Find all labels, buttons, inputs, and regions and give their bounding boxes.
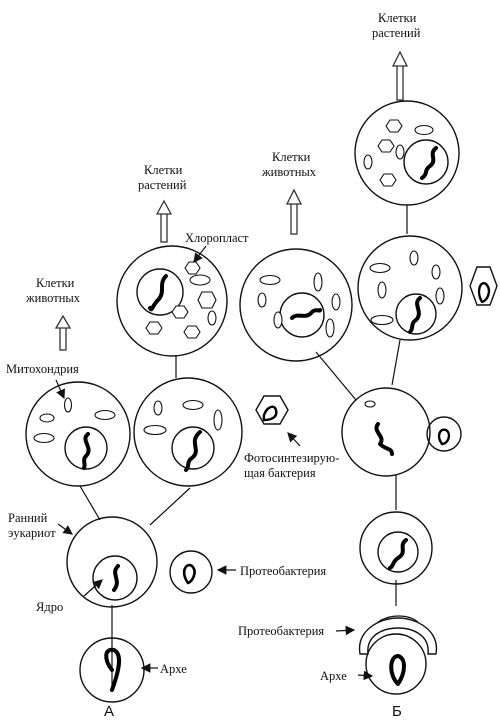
label-proteobacterium-b: Протеобактерия bbox=[238, 624, 324, 638]
up-arrow-plant-a bbox=[155, 199, 173, 243]
label-a-plant-cells-1: Клетки bbox=[144, 163, 183, 177]
proteobacterium-pointer-b bbox=[335, 625, 356, 636]
label-nucleus: Ядро bbox=[36, 600, 63, 614]
nucleus-pointer bbox=[83, 579, 103, 597]
label-archaea-a: Архе bbox=[160, 662, 187, 676]
up-arrow-animal-b bbox=[285, 188, 303, 235]
photosynthetic-bacterium-b bbox=[469, 266, 498, 306]
label-b-plant-cells-1: Клетки bbox=[378, 11, 417, 25]
plant-cell-b bbox=[354, 100, 460, 206]
label-photosynthetic-1: Фотосинтезирую- bbox=[244, 451, 339, 465]
label-b-animal-cells-2: животных bbox=[261, 165, 317, 179]
panel-a: Клетки растений Клетки животных Хлоропла… bbox=[6, 163, 339, 720]
mitochondria-cell-b bbox=[357, 235, 463, 341]
up-arrow-animal-a bbox=[54, 314, 72, 351]
chloroplast-pointer bbox=[193, 245, 207, 263]
label-mitochondria: Митохондрия bbox=[6, 362, 79, 376]
label-b-animal-cells-1: Клетки bbox=[272, 150, 311, 164]
label-photosynthetic-2: щая бактерия bbox=[244, 466, 316, 480]
label-a-animal-cells-2: животных bbox=[25, 291, 81, 305]
lineage-line bbox=[79, 485, 101, 521]
label-early-eukaryote-2: эукариот bbox=[8, 526, 56, 540]
lineage-line bbox=[149, 487, 191, 526]
label-b-plant-cells-2: растений bbox=[372, 26, 421, 40]
proteobacterium-free-a bbox=[169, 550, 213, 594]
label-chloroplast: Хлоропласт bbox=[185, 231, 249, 245]
lineage-line bbox=[391, 339, 401, 386]
early-eukaryote-cell bbox=[66, 516, 158, 608]
plant-cell-a bbox=[116, 245, 228, 357]
eukaryote-cell-b2 bbox=[341, 387, 462, 477]
panel-b: Клетки растений Клетки животных Протеоба… bbox=[238, 11, 498, 720]
label-a-plant-cells-2: растений bbox=[138, 178, 187, 192]
label-a-animal-cells-1: Клетки bbox=[36, 276, 75, 290]
mitochondria-cell-a bbox=[133, 377, 243, 487]
label-panel-a: А bbox=[104, 703, 114, 720]
up-arrow-plant-b bbox=[391, 50, 409, 101]
mitochondria-pointer bbox=[55, 379, 65, 400]
archaea-cell-b bbox=[358, 615, 438, 695]
label-early-eukaryote-1: Ранний bbox=[8, 511, 48, 525]
label-archaea-b: Архе bbox=[320, 669, 347, 683]
label-panel-b: Б bbox=[392, 703, 402, 720]
animal-cell-a bbox=[25, 381, 131, 487]
photosynthetic-pointer bbox=[287, 432, 301, 447]
archaea-pointer-b bbox=[357, 670, 374, 681]
lineage-line bbox=[315, 351, 357, 401]
early-eukaryote-pointer bbox=[57, 523, 73, 535]
animal-cell-b bbox=[239, 248, 353, 362]
eukaryote-cell-b1 bbox=[359, 511, 433, 585]
photosynthetic-bacterium-a bbox=[255, 395, 289, 425]
label-proteobacterium-a: Протеобактерия bbox=[240, 564, 326, 578]
